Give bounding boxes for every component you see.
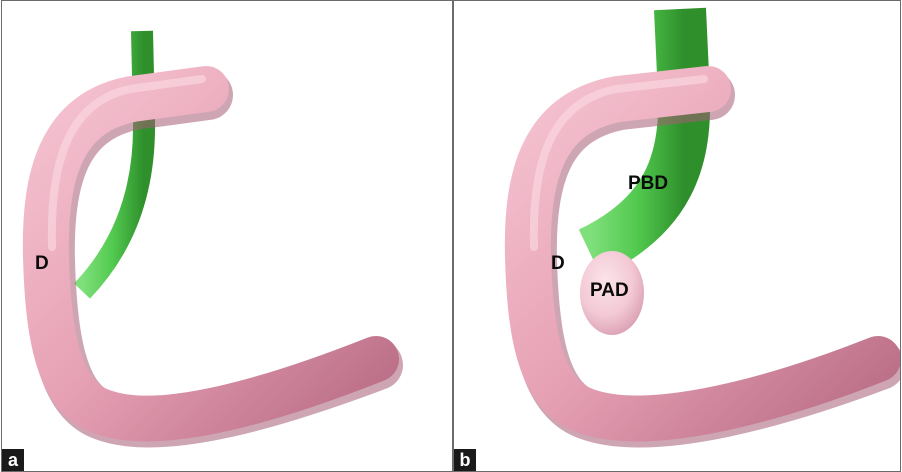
panel-tag-b: b bbox=[454, 449, 476, 471]
panel-b-illustration bbox=[454, 1, 901, 472]
panel-tag-a: a bbox=[2, 449, 24, 471]
panel-a-illustration bbox=[2, 1, 453, 472]
bile-duct-label: PBD bbox=[628, 174, 668, 193]
panel-a: D a bbox=[1, 0, 453, 472]
diverticulum-label: PAD bbox=[590, 281, 629, 300]
panel-b: PBD D PAD b bbox=[453, 0, 901, 472]
duodenum-label: D bbox=[551, 254, 565, 273]
duodenum-shape bbox=[46, 89, 376, 418]
duodenum-label: D bbox=[35, 254, 49, 273]
